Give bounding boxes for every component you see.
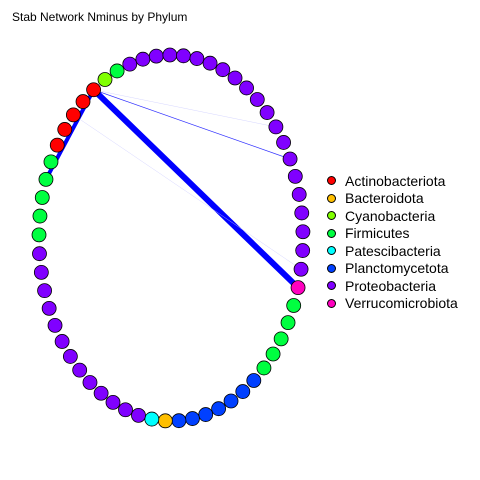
edge [73,114,302,270]
network-node [291,187,307,202]
legend-label: Actinobacteriota [345,172,446,189]
network-node [57,122,73,137]
legend-swatch [327,211,336,221]
network-node [157,413,173,429]
legend-item: Firmicutes [327,225,458,243]
network-node [282,151,298,167]
network-node [198,407,214,422]
network-node [144,411,160,427]
legend-label: Verrucomicrobiota [345,295,458,312]
network-node [286,298,302,313]
legend-swatch [327,193,336,203]
network-node [97,72,113,87]
network-node [86,82,101,98]
legend-label: Bacteroidota [345,190,424,207]
network-node [280,315,296,331]
network-node [185,411,200,426]
network-node [265,346,281,362]
network-node [62,349,78,364]
legend-swatch [327,281,336,291]
network-node [32,208,48,224]
network-node [32,246,47,262]
network-node [49,137,65,153]
network-node [273,331,289,347]
network-node [290,280,306,296]
network-node [171,413,187,429]
network-node [293,261,309,277]
network-node [75,94,91,109]
network-node [43,154,59,170]
network-node [131,407,146,423]
network-node [38,171,54,187]
legend-item: Cyanobacteria [327,207,458,225]
network-node [223,393,239,409]
legend-item: Verrucomicrobiota [327,295,458,313]
legend-item: Actinobacteriota [327,172,458,190]
network-node [33,264,49,280]
network-node [41,300,57,316]
plot-title: Stab Network Nminus by Phylum [12,10,188,24]
network-node [235,384,251,399]
network-node [54,334,70,349]
network-node [162,47,178,63]
network-node [135,51,151,67]
legend-item: Proteobacteria [327,277,458,295]
network-node [65,107,81,123]
network-node [259,105,275,120]
legend-item: Patescibacteria [327,242,458,260]
network-node [276,135,291,150]
network-node [227,70,243,86]
network-node [295,243,311,258]
network-node [249,92,265,107]
edge [90,86,302,291]
legend-swatch [327,246,336,256]
network-node [239,80,254,96]
legend-swatch [327,263,336,273]
network-node [31,227,47,243]
network-node [105,394,121,410]
legend-swatch [327,298,336,308]
legend-item: Bacteroidota [327,190,458,208]
network-node [246,373,262,388]
network-node [268,119,284,135]
network-node [287,168,303,184]
network-node [256,360,272,376]
legend-label: Cyanobacteria [345,207,436,224]
network-node [148,48,164,64]
network-node [202,55,218,71]
legend-label: Patescibacteria [345,242,441,259]
network-node [72,362,88,378]
network-node [34,190,50,205]
network-node [37,283,52,299]
network-node [189,51,205,66]
edge [93,89,291,160]
network-node [118,402,133,418]
network-node [295,224,311,240]
legend-label: Firmicutes [345,225,410,242]
network-node [82,375,98,390]
legend-label: Proteobacteria [345,277,437,294]
legend-item: Planctomycetota [327,260,458,278]
network-node [294,205,310,221]
network-node [109,63,125,79]
network-node [93,385,109,401]
network-node [215,62,231,78]
legend-label: Planctomycetota [345,260,449,277]
network-node [211,401,227,417]
legend-swatch [327,176,336,186]
nodes [31,47,311,429]
edge [93,89,277,128]
network-node [122,56,138,72]
network-node [47,317,63,333]
network-node [176,48,191,64]
legend-swatch [327,228,336,238]
